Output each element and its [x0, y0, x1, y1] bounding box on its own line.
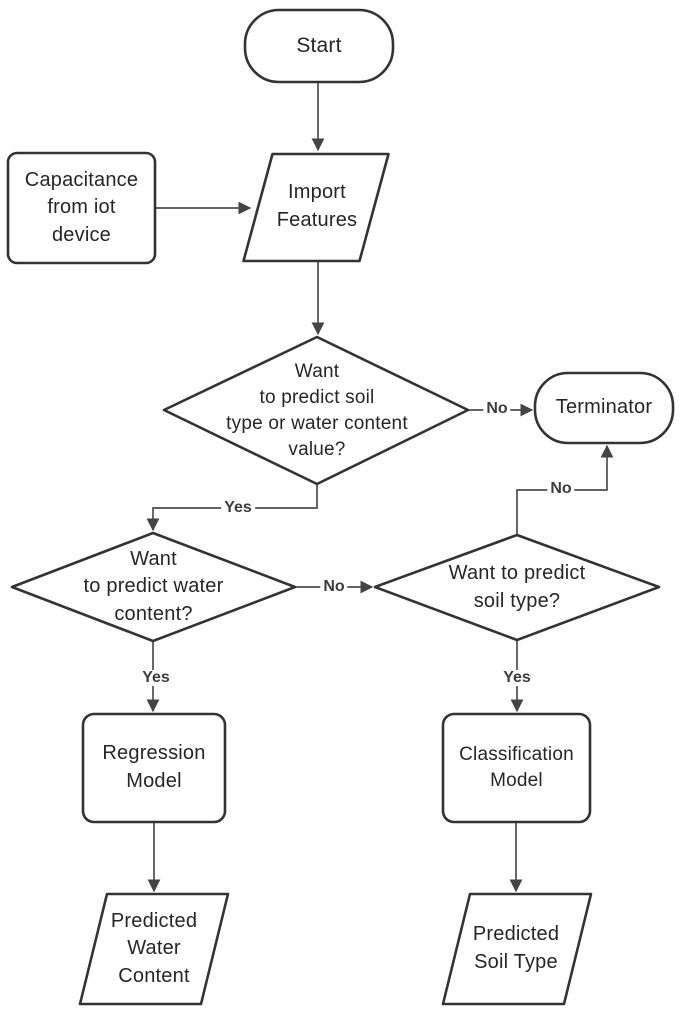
import-features-label: Import Features [276, 181, 358, 231]
decision-water-diamond-shape [10, 531, 297, 643]
edge-label-main-yes: Yes [221, 500, 255, 516]
edge-label-main-no: No [483, 401, 511, 417]
edge-label-water-yes: Yes [139, 670, 173, 686]
predicted-water-label: Predicted Water Content [110, 909, 198, 987]
start-label: Start [296, 33, 342, 57]
decision-water-label: Want to predict water content? [83, 547, 224, 625]
capacitance-process-shape [6, 151, 157, 265]
decision-main-label: Want to predict soil type or water conte… [226, 360, 408, 461]
edge-label-soil-no: No [547, 481, 575, 497]
import-features-parallelogram-shape [242, 152, 390, 263]
edge-label-soil-yes: Yes [500, 670, 534, 686]
decision-soil-diamond-shape [373, 533, 661, 642]
start-terminator-shape [243, 8, 395, 84]
predicted-soil-label: Predicted Soil Type [472, 923, 560, 973]
classification-model-label: Classification Model [459, 743, 574, 791]
terminator-label: Terminator [555, 396, 653, 419]
regression-model-label: Regression Model [102, 742, 206, 792]
predicted-soil-parallelogram-shape [441, 892, 593, 1006]
decision-soil-label: Want to predict soil type? [448, 561, 586, 612]
edge-label-water-no: No [320, 579, 348, 595]
regression-model-shape [81, 712, 227, 824]
terminator-shape [533, 371, 675, 445]
capacitance-label: Capacitance from iot device [24, 168, 139, 246]
decision-main-diamond-shape [162, 335, 470, 486]
classification-model-shape [441, 712, 592, 824]
predicted-water-parallelogram-shape [78, 892, 230, 1006]
